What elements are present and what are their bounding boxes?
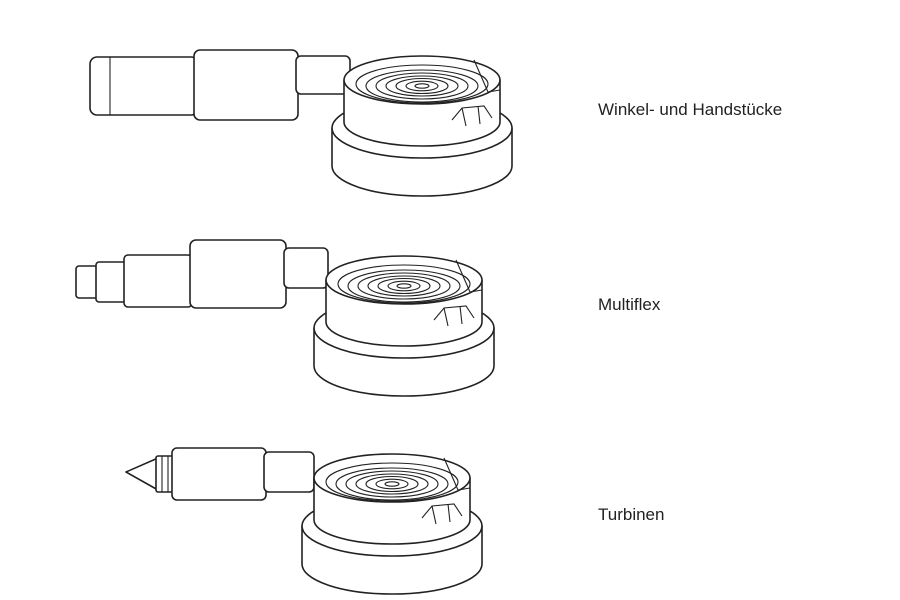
handpiece-adapter <box>89 49 513 197</box>
multiflex-adapter <box>75 239 495 397</box>
turbine-adapter <box>125 447 483 595</box>
label-turbine: Turbinen <box>598 505 665 524</box>
label-handpiece: Winkel- und Handstücke <box>598 100 783 119</box>
label-multiflex: Multiflex <box>598 295 661 314</box>
